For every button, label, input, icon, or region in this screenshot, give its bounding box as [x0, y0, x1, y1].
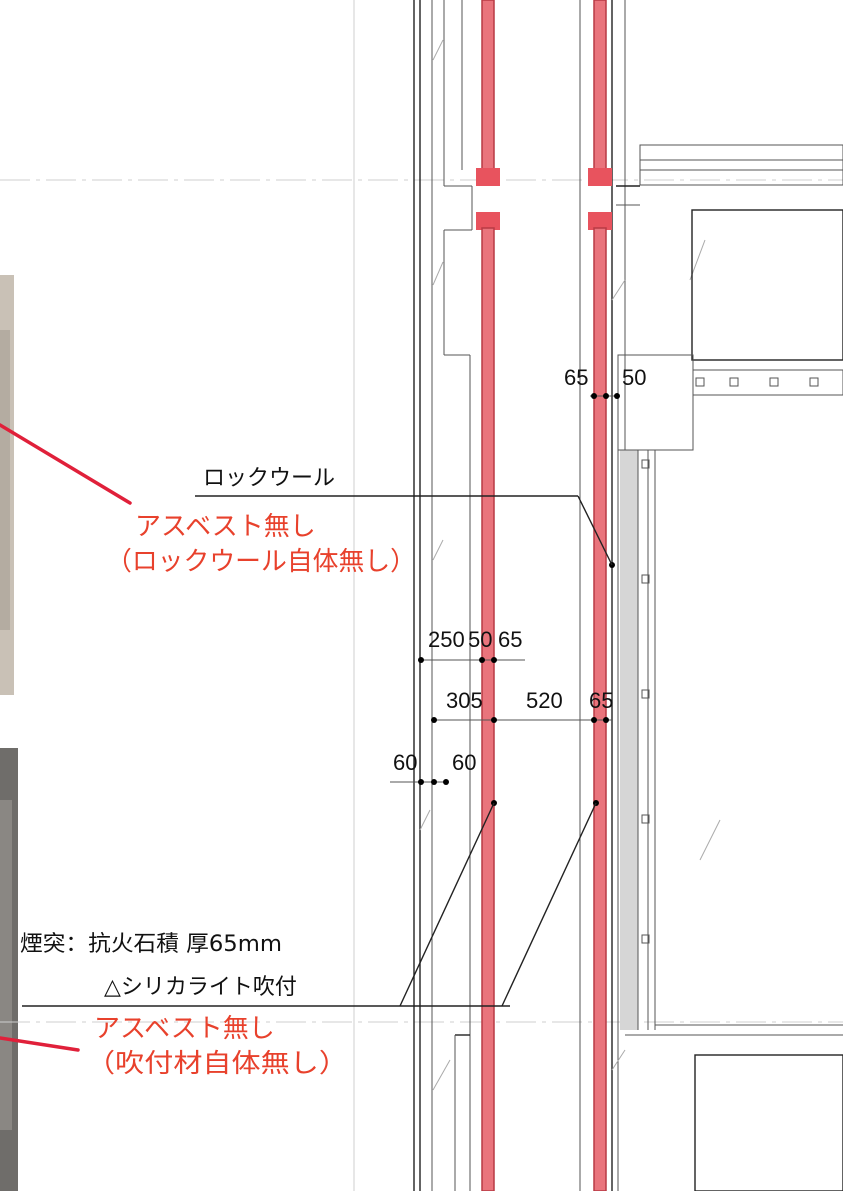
dimension-dots	[418, 393, 620, 806]
dim-65-top: 65	[564, 365, 588, 390]
chimney-right-cap-top	[588, 168, 612, 186]
chimney-left-cap-top	[476, 168, 500, 186]
dot	[418, 657, 424, 663]
dim-305: 305	[446, 688, 483, 713]
dot	[591, 393, 597, 399]
chimney-left-cap-bottom	[476, 212, 500, 230]
photo-strips	[0, 275, 18, 1191]
chimney-left-lower	[481, 227, 495, 1191]
dim-250: 250	[428, 627, 465, 652]
chimney-spec-label: 煙突：抗火石積 厚65mm	[20, 932, 282, 957]
chimney-left-upper	[481, 0, 495, 173]
dot	[491, 657, 497, 663]
wall-outlines	[413, 0, 640, 1191]
callout-line-bottom	[0, 1036, 80, 1052]
dot	[614, 393, 620, 399]
dim-520: 520	[526, 688, 563, 713]
insulation-layer	[620, 450, 656, 1030]
dimension-labels: 65 50 250 50 65 305 520 65 60 60	[393, 365, 646, 775]
dim-60-right: 60	[452, 750, 476, 775]
dot	[603, 717, 609, 723]
dot	[443, 779, 449, 785]
dim-60-left: 60	[393, 750, 417, 775]
chimney-left	[476, 0, 500, 1191]
dim-65-mid: 65	[498, 627, 522, 652]
note1-line1: アスベスト無し	[135, 512, 316, 542]
right-structure	[617, 144, 843, 1191]
rockwool-label: ロックウール	[203, 466, 335, 491]
callout-line-top	[0, 423, 132, 505]
dot	[418, 779, 424, 785]
dot	[479, 657, 485, 663]
chimney-right-cap-bottom	[588, 212, 612, 230]
dot	[431, 717, 437, 723]
chimney-right-upper	[593, 0, 607, 173]
photo-bottom-shade	[0, 800, 12, 1130]
silicalite-label: △シリカライト吹付	[104, 975, 297, 1000]
note2-line1: アスベスト無し	[94, 1014, 275, 1044]
dot	[491, 717, 497, 723]
chimney-right	[588, 0, 612, 1191]
photo-top-shade	[0, 330, 10, 630]
dot	[591, 717, 597, 723]
callout-lines	[0, 423, 132, 1052]
dim-50-top: 50	[622, 365, 646, 390]
dim-50-mid: 50	[468, 627, 492, 652]
chimney-right-lower	[593, 227, 607, 1191]
dot	[603, 393, 609, 399]
dim-65-low: 65	[589, 688, 613, 713]
note1-line2: （ロックウール自体無し）	[106, 547, 416, 577]
dimension-lines	[390, 395, 618, 783]
note2-line2: （吹付材自体無し）	[86, 1049, 348, 1079]
dot	[431, 779, 437, 785]
leader-lines	[22, 495, 613, 1007]
wall-hatching	[419, 39, 721, 1091]
